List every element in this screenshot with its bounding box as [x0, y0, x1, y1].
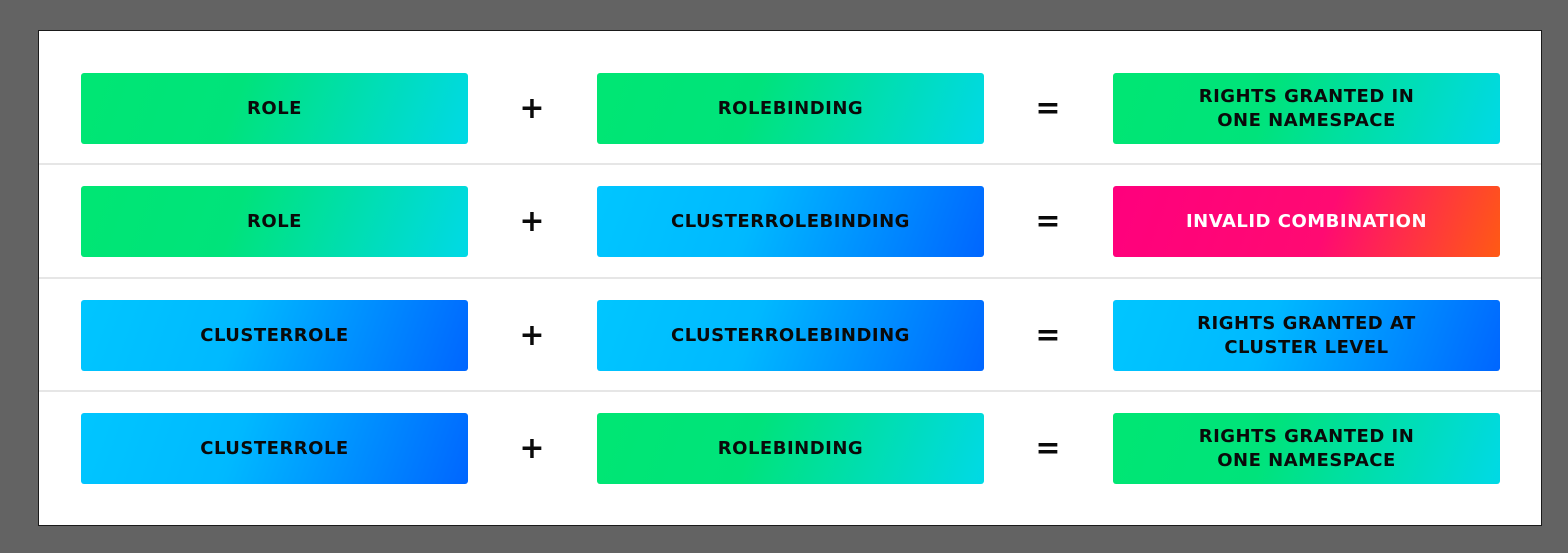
plus-operator: + [519, 318, 545, 353]
clusterrolebinding-box: CLUSTERROLEBINDING [597, 300, 984, 371]
plus-operator: + [519, 204, 545, 239]
row-divider [39, 277, 1541, 279]
plus-operator: + [519, 91, 545, 126]
equals-operator: = [1035, 91, 1061, 126]
result-box-namespace: RIGHTS GRANTED IN ONE NAMESPACE [1113, 73, 1500, 144]
combination-row-clusterrole-rolebinding: CLUSTERROLE + ROLEBINDING = RIGHTS GRANT… [39, 413, 1541, 485]
result-box-invalid: INVALID COMBINATION [1113, 186, 1500, 257]
combination-row-role-clusterrolebinding: ROLE + CLUSTERROLEBINDING = INVALID COMB… [39, 186, 1541, 258]
combination-row-role-rolebinding: ROLE + ROLEBINDING = RIGHTS GRANTED IN O… [39, 73, 1541, 145]
rolebinding-box: ROLEBINDING [597, 73, 984, 144]
clusterrole-box: CLUSTERROLE [81, 300, 468, 371]
clusterrolebinding-box: CLUSTERROLEBINDING [597, 186, 984, 257]
result-box-cluster: RIGHTS GRANTED AT CLUSTER LEVEL [1113, 300, 1500, 371]
combination-row-clusterrole-clusterrolebinding: CLUSTERROLE + CLUSTERROLEBINDING = RIGHT… [39, 300, 1541, 372]
equals-operator: = [1035, 204, 1061, 239]
equals-operator: = [1035, 431, 1061, 466]
role-box: ROLE [81, 186, 468, 257]
row-divider [39, 163, 1541, 165]
rbac-combination-diagram: ROLE + ROLEBINDING = RIGHTS GRANTED IN O… [38, 30, 1542, 526]
row-divider [39, 390, 1541, 392]
result-box-namespace: RIGHTS GRANTED IN ONE NAMESPACE [1113, 413, 1500, 484]
clusterrole-box: CLUSTERROLE [81, 413, 468, 484]
plus-operator: + [519, 431, 545, 466]
role-box: ROLE [81, 73, 468, 144]
rolebinding-box: ROLEBINDING [597, 413, 984, 484]
equals-operator: = [1035, 318, 1061, 353]
